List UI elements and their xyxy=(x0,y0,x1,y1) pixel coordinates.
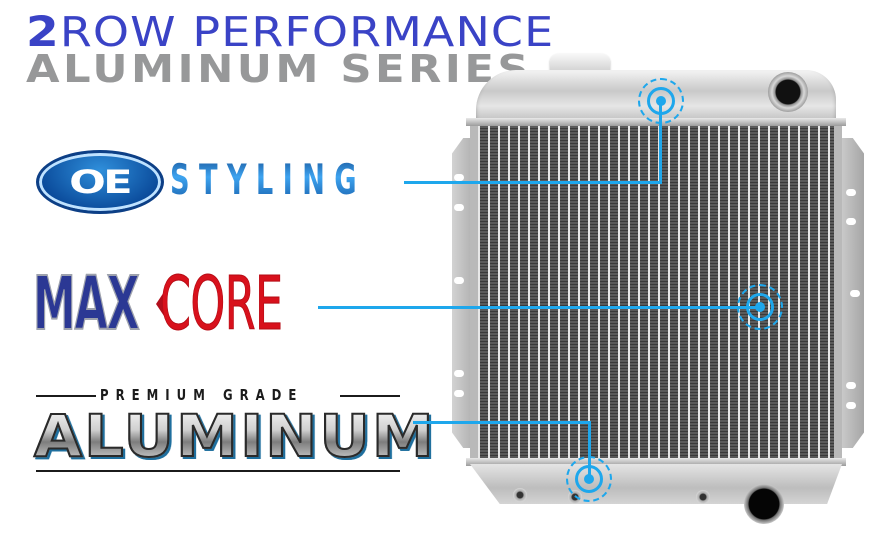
headline-line-1: 2ROW PERFORMANCE xyxy=(26,7,555,56)
premium-rule-left xyxy=(36,395,96,397)
bracket-slot xyxy=(846,402,856,409)
core-header-bottom xyxy=(466,458,846,466)
max-label: MAX xyxy=(32,261,140,347)
oe-badge-logo: OE xyxy=(36,150,164,214)
maxcore-divider-arrow-icon xyxy=(156,292,164,316)
callout-line-aluminum xyxy=(413,421,591,424)
target-marker-icon xyxy=(638,78,684,124)
bracket-slot xyxy=(846,382,856,389)
bracket-slot xyxy=(454,174,464,181)
callout-line-aluminum-vertical xyxy=(588,421,591,481)
bung-fitting xyxy=(696,490,710,504)
bracket-slot xyxy=(454,390,464,397)
headline-number: 2 xyxy=(26,7,60,56)
aluminum-underline xyxy=(36,470,400,472)
bracket-slot xyxy=(846,189,856,196)
target-marker-icon xyxy=(737,284,783,330)
oe-badge-text: OE xyxy=(69,163,134,201)
aluminum-label: ALUMINUM xyxy=(33,402,436,470)
headline-text: ROW PERFORMANCE xyxy=(59,8,555,56)
headline-line-2: ALUMINUM SERIES xyxy=(26,47,532,91)
target-marker-icon xyxy=(566,456,612,502)
core-label: CORE xyxy=(160,261,284,347)
premium-grade-label: PREMIUM GRADE xyxy=(100,386,304,404)
bracket-slot xyxy=(846,218,856,225)
callout-line-styling xyxy=(404,181,662,184)
callout-line-maxcore xyxy=(318,306,758,309)
bracket-slot xyxy=(454,370,464,377)
callout-line-styling-vertical xyxy=(659,101,662,184)
bracket-slot xyxy=(454,204,464,211)
styling-label: STYLING xyxy=(170,150,366,210)
inlet-pipe xyxy=(768,72,808,112)
outlet-pipe xyxy=(744,484,784,524)
premium-rule-right xyxy=(340,395,400,397)
bracket-slot xyxy=(850,290,860,297)
drain-petcock xyxy=(513,488,527,502)
radiator-core xyxy=(470,122,842,462)
bracket-slot xyxy=(454,277,464,284)
